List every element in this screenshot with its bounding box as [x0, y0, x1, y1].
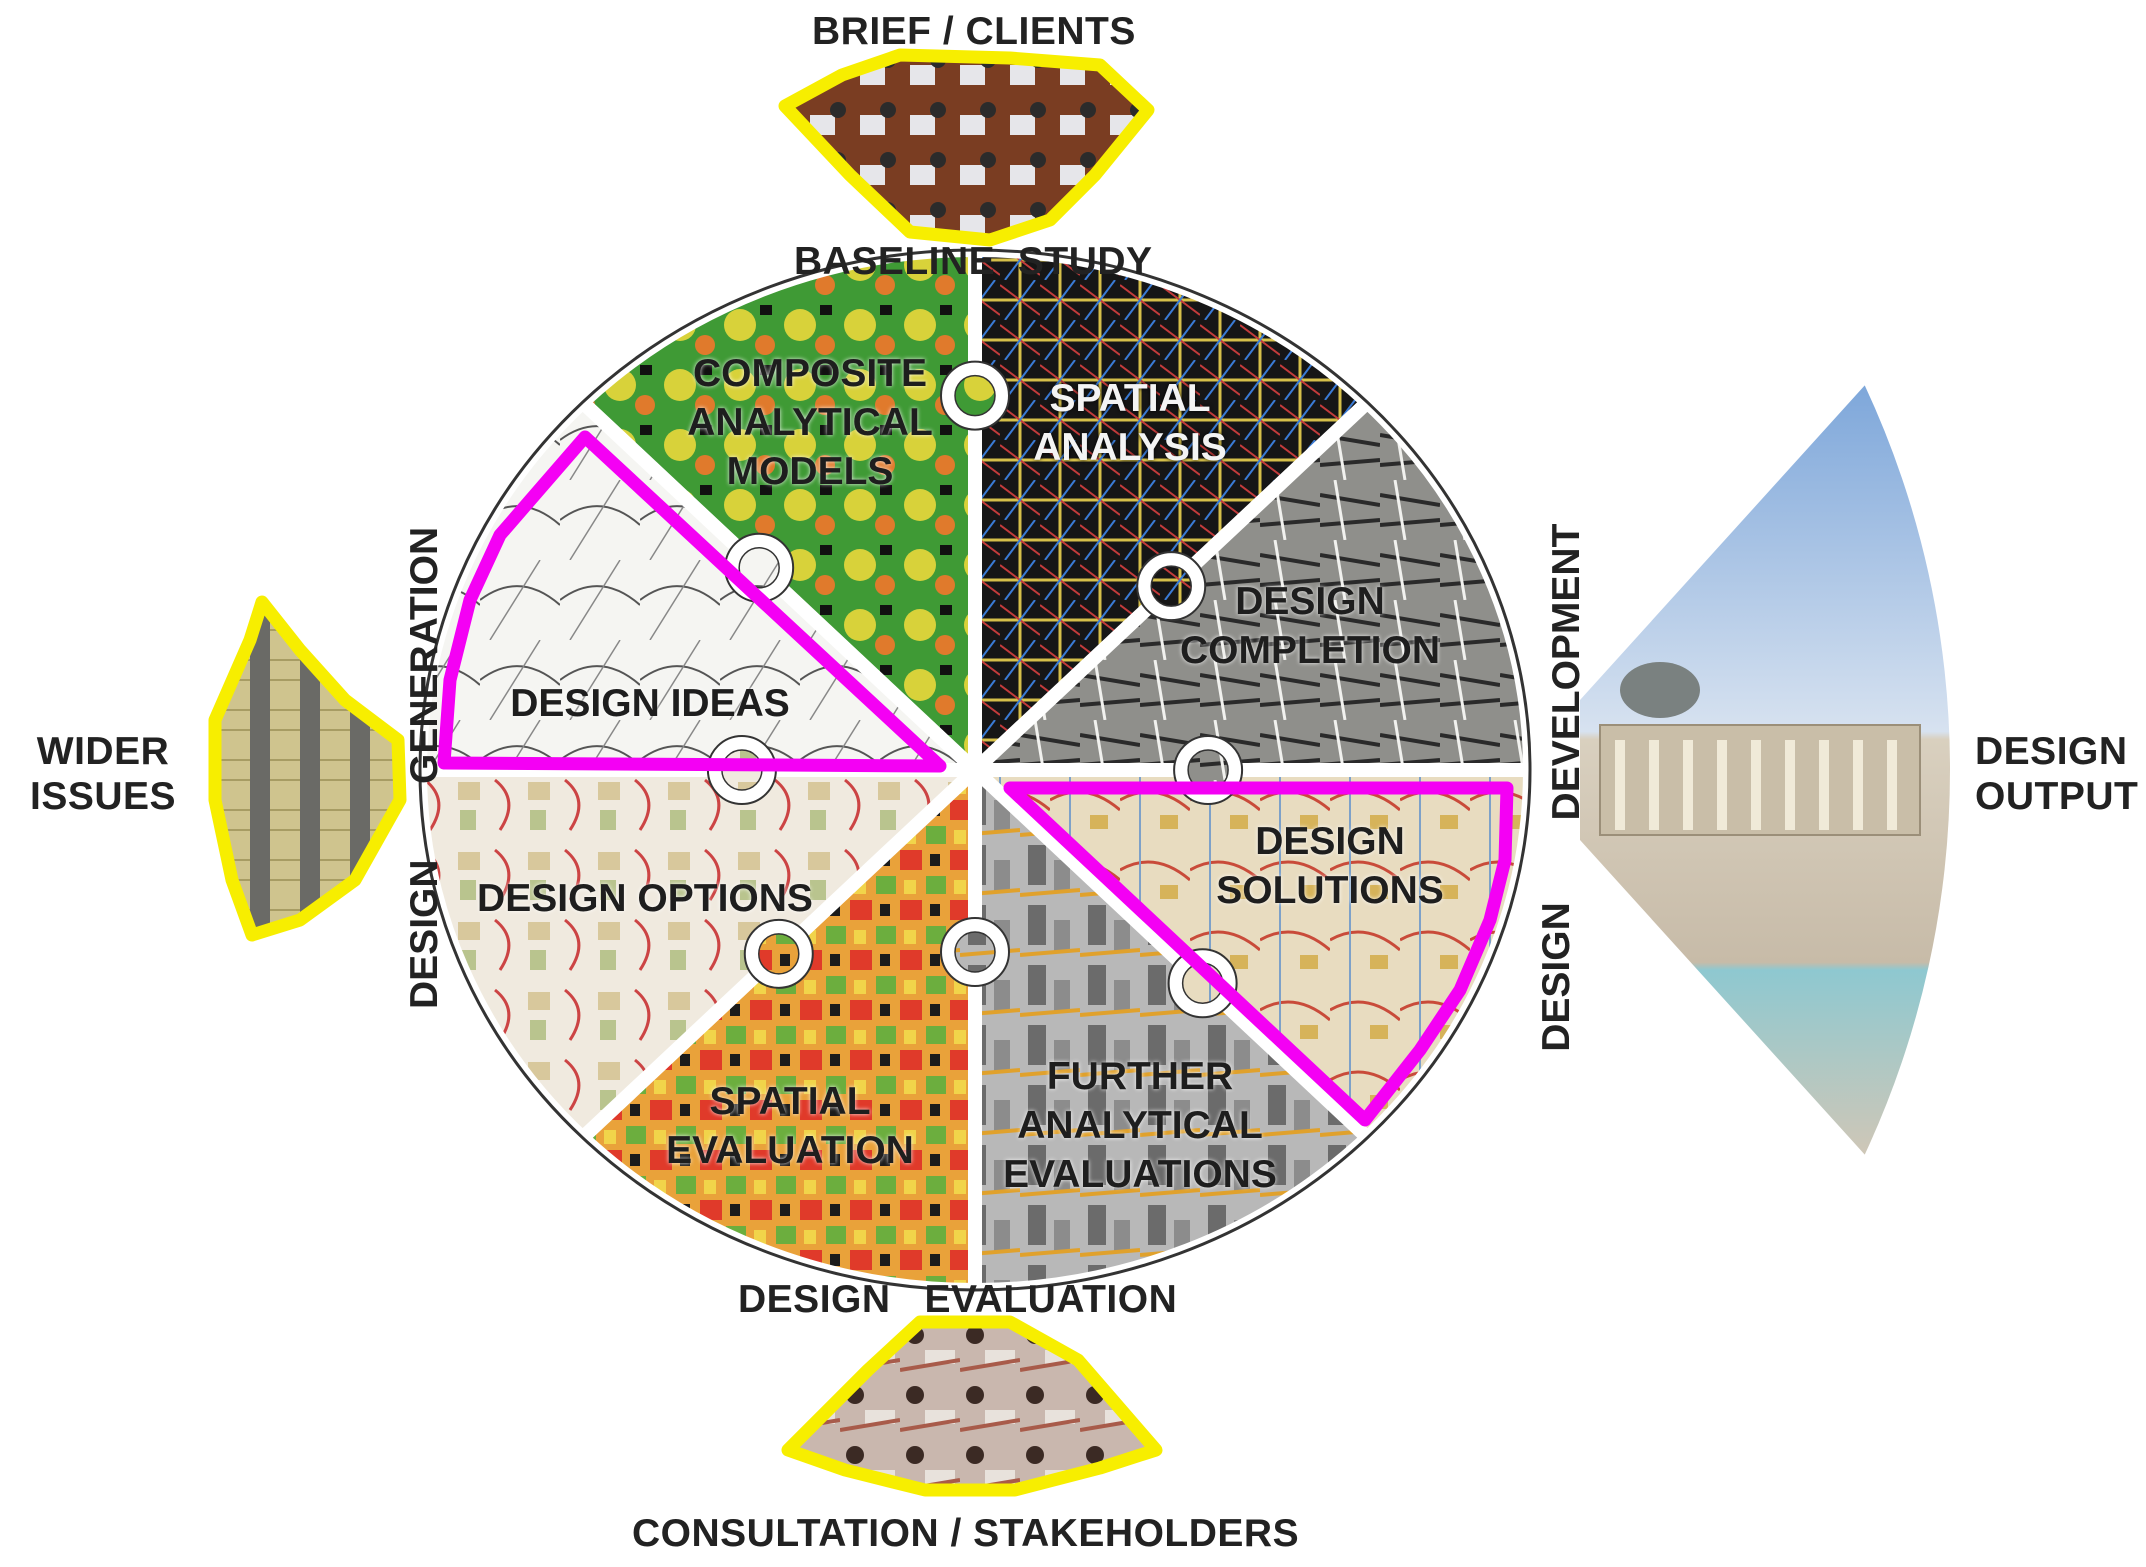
- segment-label-further-analytical-evaluations: FURTHER ANALYTICAL EVALUATIONS: [1003, 1055, 1277, 1196]
- ring-label-generation: GENERATION: [403, 526, 446, 784]
- building-column: [1853, 740, 1863, 830]
- ring-label-design-right: DESIGN: [1535, 902, 1578, 1052]
- segment-label-design-solutions: DESIGN SOLUTIONS: [1216, 820, 1444, 912]
- puzzle-knob-inner: [758, 933, 800, 975]
- highlight-design-ideas: [437, 430, 947, 773]
- label-brief-clients: BRIEF / CLIENTS: [812, 10, 1136, 53]
- highlight-consultation: [781, 1315, 1163, 1497]
- puzzle-knob-inner: [1150, 565, 1192, 607]
- highlight-design-solutions: [1003, 781, 1514, 1127]
- label-wider-issues: WIDER ISSUES: [30, 730, 177, 818]
- building-column: [1717, 740, 1727, 830]
- highlight-layer: [208, 48, 1514, 1497]
- building-column: [1751, 740, 1761, 830]
- puzzle-knob-inner: [954, 374, 996, 417]
- label-consultation-stakeholders: CONSULTATION / STAKEHOLDERS: [632, 1512, 1300, 1555]
- puzzle-knob-inner: [954, 931, 996, 973]
- wheel-rim: [418, 248, 1532, 1292]
- photo-wider-issues: [215, 602, 400, 935]
- building-dome: [1620, 662, 1700, 718]
- highlight-brief-clients: [778, 48, 1155, 247]
- segment-label-design-options: DESIGN OPTIONS: [477, 877, 813, 920]
- ring-label-baseline-study: BASELINE STUDY: [794, 240, 1153, 283]
- puzzle-knob-inner: [738, 547, 780, 589]
- building-column: [1683, 740, 1693, 830]
- ring-label-design-evaluation: DESIGN EVALUATION: [738, 1278, 1178, 1321]
- highlight-wider-issues: [208, 595, 407, 942]
- segment-label-design-completion: DESIGN COMPLETION: [1180, 580, 1440, 672]
- segment-label-design-ideas: DESIGN IDEAS: [510, 682, 790, 725]
- segment-label-spatial-evaluation: SPATIAL EVALUATION: [666, 1080, 914, 1172]
- segment-label-composite-analytical-models: COMPOSITE ANALYTICAL MODELS: [687, 352, 933, 493]
- building-column: [1887, 740, 1897, 830]
- building-column: [1649, 740, 1659, 830]
- ring-label-design-left: DESIGN: [403, 859, 446, 1009]
- ring-label-development: DEVELOPMENT: [1545, 523, 1588, 821]
- label-design-output: DESIGN OUTPUT: [1975, 730, 2139, 818]
- segment-label-spatial-analysis: SPATIAL ANALYSIS: [1033, 377, 1227, 469]
- building-column: [1819, 740, 1829, 830]
- building-column: [1785, 740, 1795, 830]
- building-column: [1615, 740, 1625, 830]
- wheel-hub: [961, 756, 989, 784]
- decor-layer: [215, 55, 1951, 1490]
